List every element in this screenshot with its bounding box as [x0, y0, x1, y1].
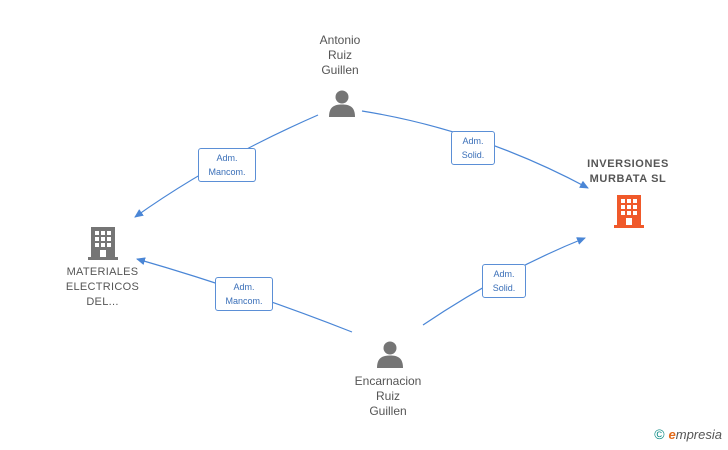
building-icon[interactable] [87, 226, 119, 260]
edge-label-antonio-materiales[interactable]: Adm. Mancom. [198, 148, 256, 182]
copyright-symbol: © [654, 426, 665, 442]
company-label-inversiones: INVERSIONES MURBATA SL [587, 158, 669, 185]
building-icon[interactable] [613, 194, 645, 228]
person-label-encarnacion: Encarnacion Ruiz Guillen [354, 374, 422, 418]
person-label-antonio: Antonio Ruiz Guillen [319, 33, 361, 77]
person-icon[interactable] [327, 88, 357, 118]
brand-logo-text: mpresia [675, 427, 722, 442]
brand-logo-initial: e [668, 427, 676, 442]
copyright-brand: ©empresia [654, 426, 722, 442]
edge-label-antonio-inversiones[interactable]: Adm. Solid. [451, 131, 495, 165]
person-icon[interactable] [375, 339, 405, 369]
edge-label-encarnacion-materiales[interactable]: Adm. Mancom. [215, 277, 273, 311]
edge-label-encarnacion-inversiones[interactable]: Adm. Solid. [482, 264, 526, 298]
company-label-materiales: MATERIALES ELECTRICOS DEL... [65, 266, 140, 308]
